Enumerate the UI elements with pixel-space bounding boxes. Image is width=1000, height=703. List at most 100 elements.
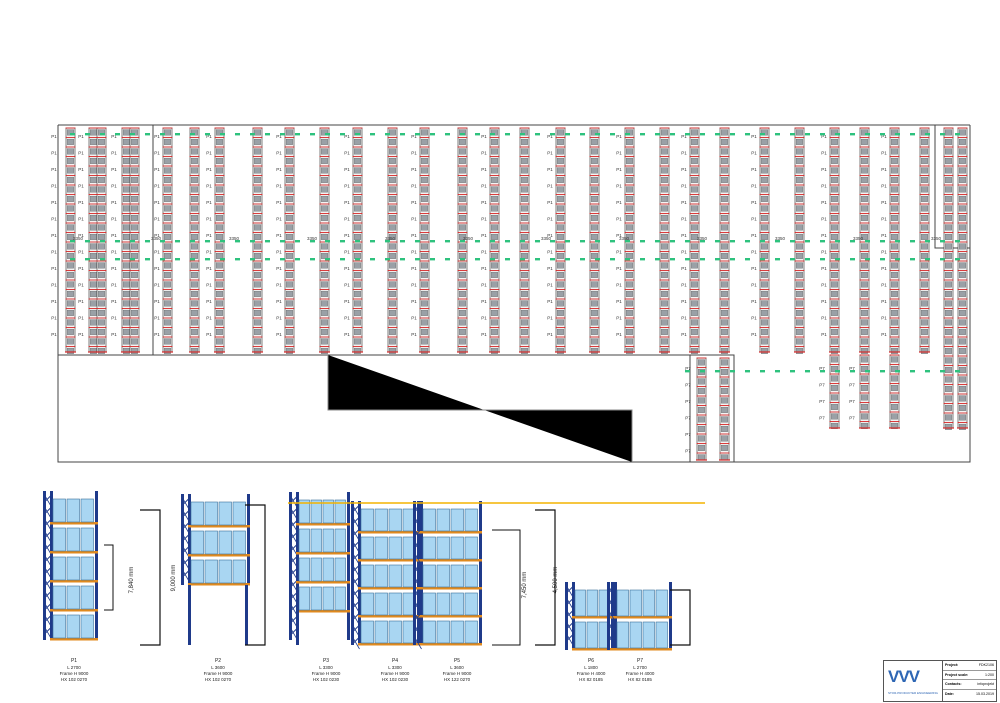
pallet-position — [123, 290, 130, 297]
aisle-marker — [850, 133, 855, 136]
rack-row-right — [943, 127, 954, 430]
pallet-position — [591, 205, 598, 212]
stock-unit — [52, 614, 66, 639]
upright-bracing — [183, 569, 190, 577]
pallet-position — [131, 290, 138, 297]
p2-leg — [245, 585, 248, 645]
pallet-position — [626, 271, 633, 278]
beam — [358, 615, 420, 618]
pallet-position — [959, 376, 966, 383]
beam — [358, 531, 420, 534]
pallet-position — [389, 328, 396, 335]
pallet-position — [959, 366, 966, 373]
aisle-marker — [160, 240, 165, 243]
zone-label-p1: P1 — [547, 167, 553, 172]
tb-scale-value: 1:200 — [985, 672, 994, 677]
pallet-position — [945, 423, 952, 430]
pallet-position — [354, 214, 361, 221]
pallet-position — [891, 384, 898, 391]
zone-label-p1: P1 — [881, 134, 887, 139]
elevation-name: P4 — [392, 658, 398, 664]
zone-label-p1: P1 — [821, 151, 827, 156]
pallet-position — [254, 290, 261, 297]
pallet-position — [131, 224, 138, 231]
rack-upright-rear — [289, 492, 292, 640]
pallet-position — [796, 243, 803, 250]
zone-label-p1: P1 — [206, 233, 212, 238]
pallet-position — [131, 176, 138, 183]
pallet-position — [90, 186, 97, 193]
stock-unit — [629, 621, 642, 649]
pallet-position — [354, 290, 361, 297]
beam — [614, 648, 672, 651]
stock-unit — [218, 559, 232, 584]
stock-unit — [450, 592, 464, 616]
pallet-position — [661, 338, 668, 345]
pallet-position — [861, 195, 868, 202]
pallet-position — [945, 395, 952, 402]
zone-label-p1: P1 — [547, 151, 553, 156]
pallet-position — [557, 176, 564, 183]
pallet-position — [557, 300, 564, 307]
stock-unit — [388, 564, 402, 588]
dimension-bracket-p7 — [670, 589, 691, 646]
pallet-position — [831, 300, 838, 307]
pallet-position — [164, 300, 171, 307]
aisle-marker — [640, 258, 645, 261]
aisle-marker — [385, 133, 390, 136]
upright-bracing — [609, 633, 616, 641]
aisle-marker — [715, 258, 720, 261]
pallet-position — [626, 233, 633, 240]
upright-bracing — [45, 566, 52, 574]
rack-row-main — [419, 127, 430, 354]
zone-label-p1: P1 — [51, 283, 57, 288]
pallet-position — [254, 195, 261, 202]
pallet-position — [521, 347, 528, 354]
zone-label-p1: P1 — [51, 184, 57, 189]
pallet-position — [626, 195, 633, 202]
pallet-position — [761, 271, 768, 278]
pallet-position — [861, 281, 868, 288]
zone-label-p1: P1 — [276, 233, 282, 238]
frame-diagonal — [290, 495, 298, 509]
pallet-position — [626, 309, 633, 316]
pallet-position — [557, 129, 564, 136]
zone-label-p1: P1 — [616, 266, 622, 271]
stock-unit — [298, 499, 310, 524]
aisle-marker — [355, 133, 360, 136]
pallet-position — [421, 176, 428, 183]
pallet-position — [557, 157, 564, 164]
pallet-position — [491, 300, 498, 307]
pallet-position — [491, 328, 498, 335]
pallet-position — [691, 224, 698, 231]
aisle-marker — [430, 240, 435, 243]
rack-row-main — [689, 127, 700, 354]
pallet-position — [557, 309, 564, 316]
zone-label-p1: P1 — [344, 217, 350, 222]
pallet-position — [761, 214, 768, 221]
pallet-position — [254, 243, 261, 250]
aisle-marker — [190, 258, 195, 261]
pallet-position — [959, 186, 966, 193]
zone-label-p1: P1 — [821, 134, 827, 139]
pallet-position — [661, 195, 668, 202]
aisle-marker — [340, 240, 345, 243]
zone-label-p1: P1 — [616, 332, 622, 337]
pallet-position — [254, 262, 261, 269]
pallet-position — [891, 252, 898, 259]
pallet-position — [254, 224, 261, 231]
pallet-position — [131, 214, 138, 221]
aisle-marker — [100, 133, 105, 136]
pallet-position — [216, 224, 223, 231]
elevation-name: P5 — [454, 658, 460, 664]
tb-project-value: FDK2106 — [978, 663, 994, 667]
pallet-position — [698, 406, 705, 413]
upright-bracing — [567, 633, 574, 641]
zone-label-p1: P1 — [616, 316, 622, 321]
zone-label-p1: P1 — [344, 151, 350, 156]
pallet-position — [945, 319, 952, 326]
tb-date-row: Date:15.03.2019 — [943, 690, 996, 700]
pallet-position — [945, 205, 952, 212]
pallet-position — [891, 262, 898, 269]
upright-bracing — [45, 542, 52, 550]
